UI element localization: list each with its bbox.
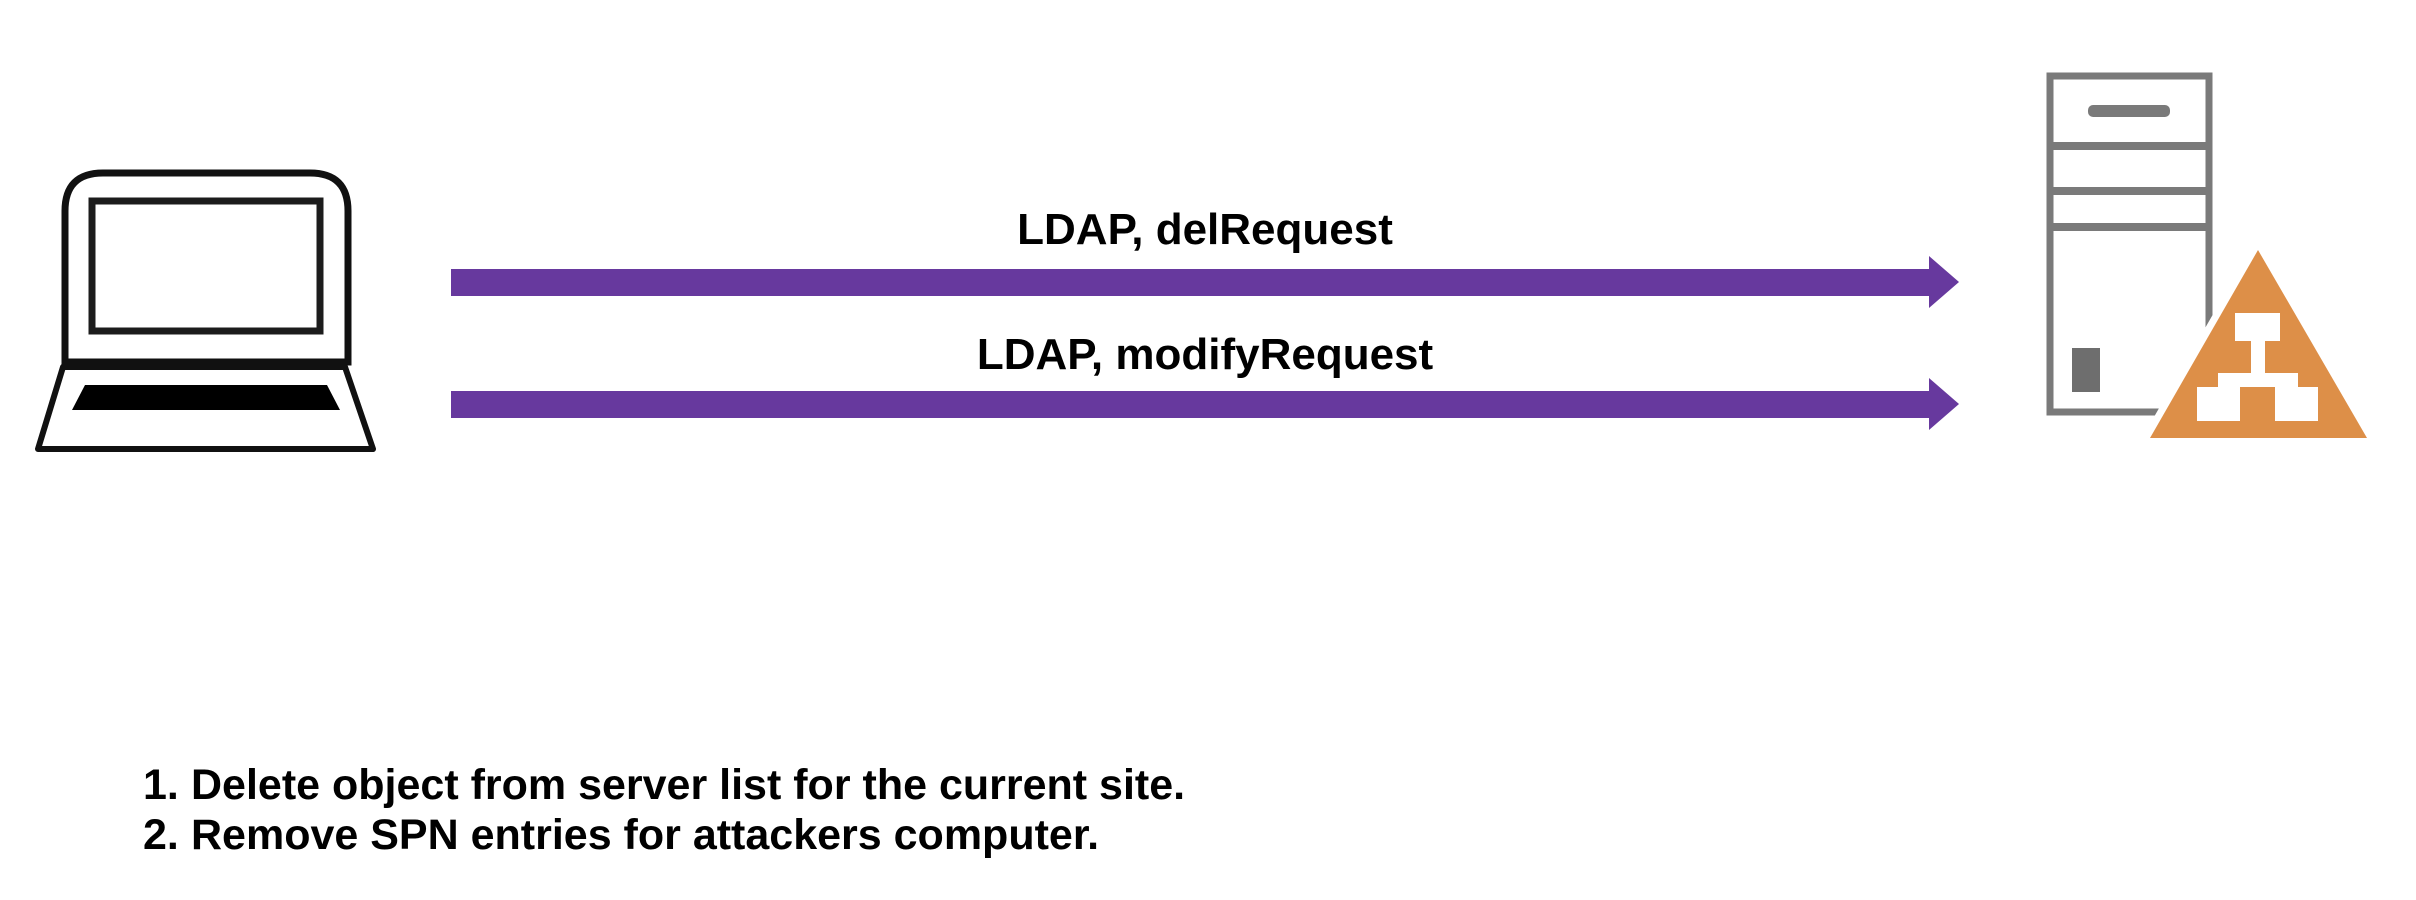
notes-list: 1. Delete object from server list for th… [143,760,1185,860]
laptop-icon [35,169,376,452]
note-text: Remove SPN entries for attackers compute… [191,811,1100,859]
ldap-modifyrequest-arrow [451,391,1929,418]
site-tree-icon [2197,313,2318,421]
note-text: Delete object from server list for the c… [191,761,1186,809]
note-item-2: 2. Remove SPN entries for attackers comp… [143,810,1185,860]
note-item-1: 1. Delete object from server list for th… [143,760,1185,810]
ldap-delrequest-arrowhead-icon [1929,256,1959,308]
ldap-delrequest-arrow [451,269,1929,296]
server-power-button [2072,348,2100,392]
domain-controller-icon [2046,72,2374,445]
note-number: 2. [143,811,179,859]
server-drive-slot [2088,105,2170,117]
arrow-label-delrequest: LDAP, delRequest [1017,205,1393,254]
ldap-modifyrequest-arrowhead-icon [1929,378,1959,430]
arrow-label-modifyrequest: LDAP, modifyRequest [976,330,1434,379]
note-number: 1. [143,761,179,809]
laptop-keyboard [72,385,340,410]
laptop-screen [88,197,324,335]
